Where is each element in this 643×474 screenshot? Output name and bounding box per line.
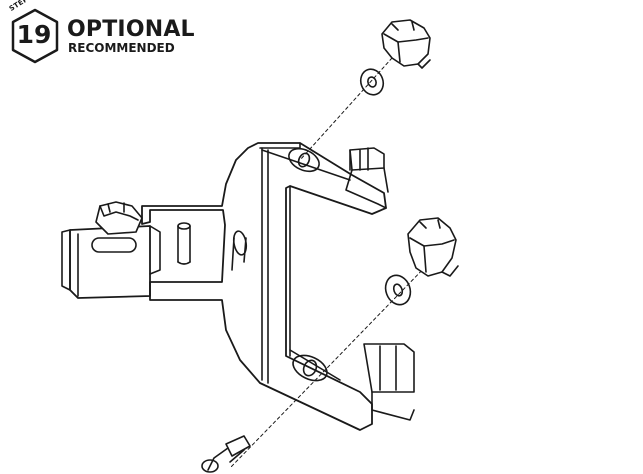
washer-middle-icon [384, 274, 412, 306]
step-title: OPTIONAL [67, 17, 195, 42]
bracket-icon [141, 142, 387, 431]
washer-top-icon [359, 68, 385, 96]
hexagon-badge-icon [11, 8, 59, 64]
side-knob-icon [95, 201, 143, 235]
alignment-lines [229, 57, 431, 469]
clamp-upper-icon [288, 147, 389, 209]
knob-middle-icon [407, 217, 459, 277]
side-bracket-icon [61, 225, 161, 299]
knob-top-icon [381, 19, 431, 69]
step-subtitle: RECOMMENDED [68, 41, 175, 55]
clamp-lower-icon [289, 343, 415, 421]
step-number: 19 [16, 20, 52, 49]
bolt-icon [201, 435, 251, 473]
